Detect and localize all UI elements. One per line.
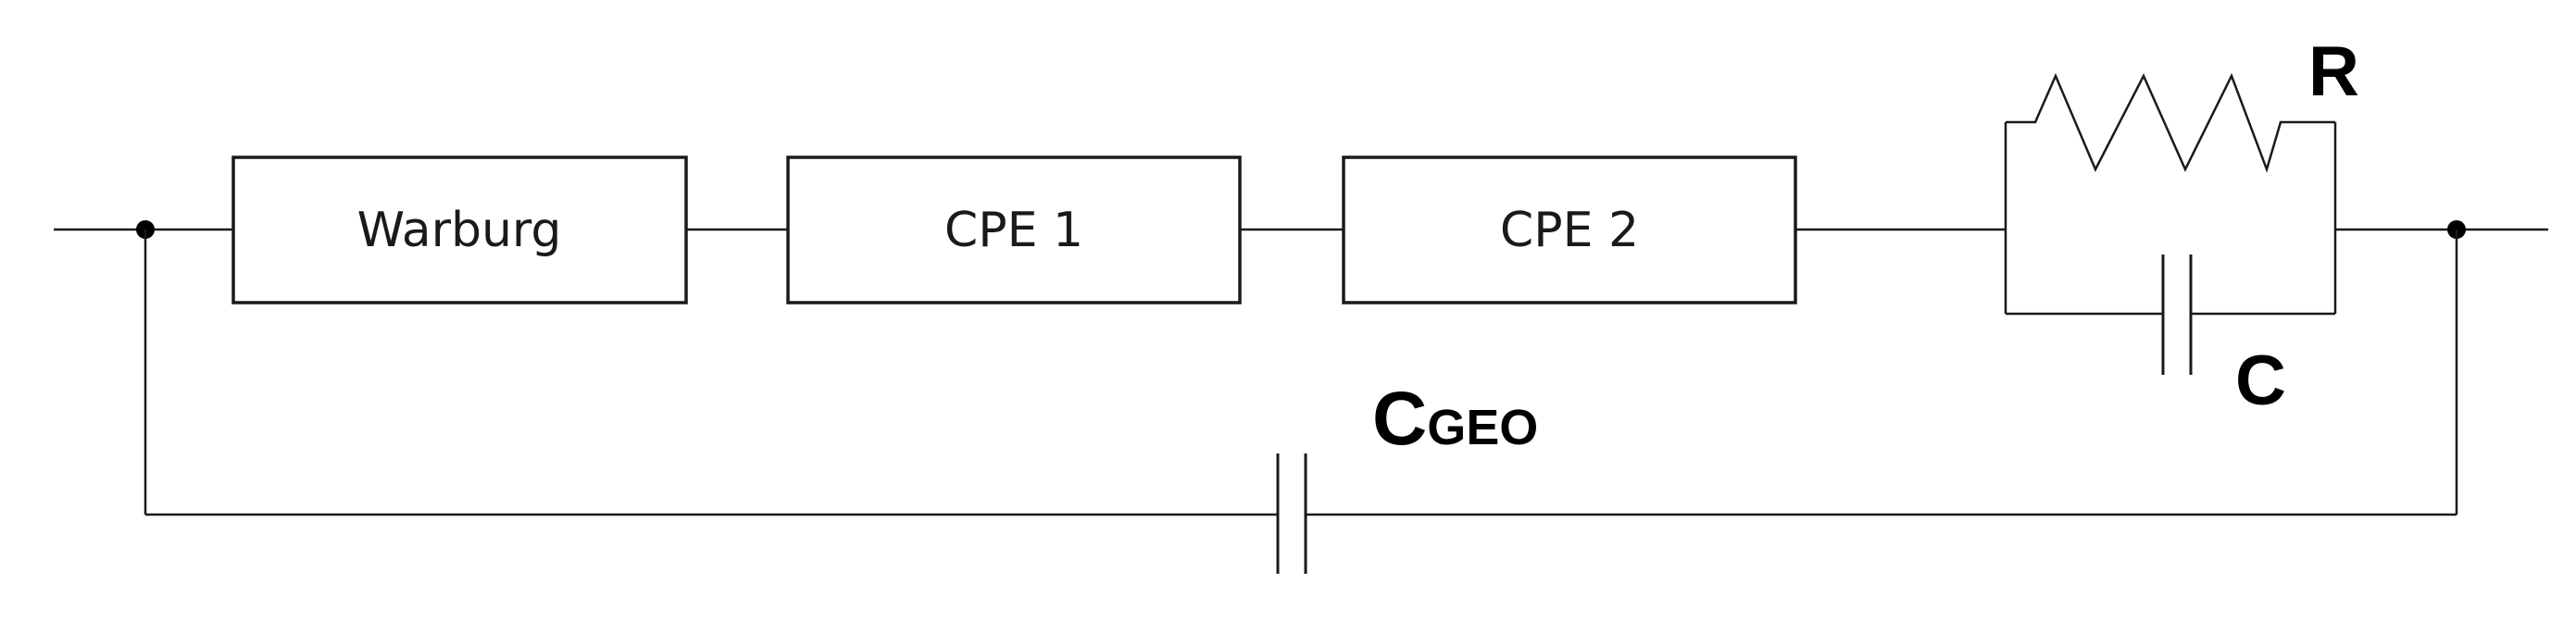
geometric-capacitor-branch: CGEO: [144, 230, 2458, 574]
cpe2-box: [1342, 155, 1797, 304]
capacitor-label: C: [2235, 342, 2286, 420]
warburg-box: [231, 155, 688, 304]
cpe1-box: [786, 155, 1242, 304]
cgeo-label: CGEO: [1372, 377, 1538, 461]
cpe1-label: CPE 1: [944, 203, 1083, 258]
cpe2-element: CPE 2: [1342, 155, 1797, 304]
resistor-zigzag-symbol: [2006, 72, 2335, 173]
cgeo-label-main: C: [1372, 377, 1427, 461]
cpe1-element: CPE 1: [786, 155, 1242, 304]
parallel-rc-element: R C: [2004, 32, 2359, 420]
warburg-label: Warburg: [357, 203, 562, 258]
cgeo-label-subscript: GEO: [1427, 400, 1538, 455]
warburg-element: Warburg: [231, 155, 688, 304]
resistor-label: R: [2308, 32, 2359, 111]
cpe2-label: CPE 2: [1500, 203, 1639, 258]
